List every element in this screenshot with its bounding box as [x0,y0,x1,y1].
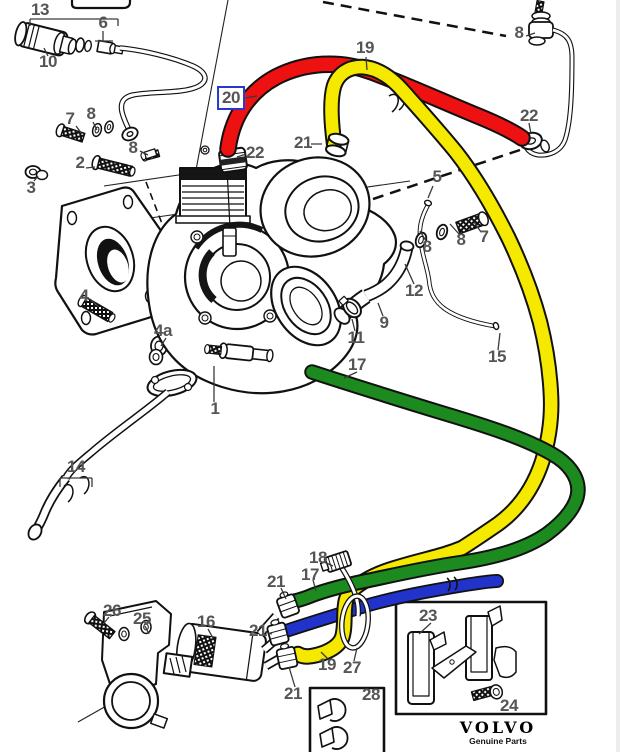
stud-4 [77,294,116,323]
part-label-19[interactable]: 19 [356,38,374,57]
hose-blue[interactable] [277,575,503,638]
turbocharger [140,145,398,395]
clamp-on-blue [446,576,458,592]
part-label-8[interactable]: 8 [128,138,138,157]
part-label-25[interactable]: 25 [133,609,151,628]
brand-tagline: Genuine Parts [469,736,527,746]
brand-name: VOLVO [459,718,537,737]
screw-24 [470,684,504,702]
solenoid-connector [162,652,194,678]
elbow-hose-12 [363,240,415,303]
fittings-8-8-7 [414,211,489,249]
page-edge [616,0,620,752]
inset-box-top [70,0,132,10]
part-label-14[interactable]: 14 [67,457,85,476]
screw-26 [83,611,116,640]
part-label-22[interactable]: 22 [246,143,264,162]
heat-shield [175,167,251,224]
hose-green-17[interactable] [289,366,584,607]
part-label-24[interactable]: 24 [500,696,518,715]
oil-banjo [204,342,274,363]
clamp-21-blue [266,619,290,647]
bracket-25 [101,600,172,730]
part-label-8[interactable]: 8 [514,23,524,42]
part-label-23[interactable]: 23 [419,606,437,625]
part-label-16[interactable]: 16 [197,612,215,631]
part-label-27[interactable]: 27 [343,658,361,677]
oil-drain [27,368,198,541]
clamp-11 [338,295,362,319]
part-label-7[interactable]: 7 [479,227,489,246]
banjo-8-top-right [528,0,554,46]
part-label-4a[interactable]: 4a [154,321,172,340]
part-label-17[interactable]: 17 [301,565,319,584]
volvo-logo: VOLVO Genuine Parts [441,719,555,746]
nipple-6 [96,39,124,55]
part-label-7[interactable]: 7 [65,109,75,128]
part-label-21[interactable]: 21 [267,572,285,591]
part-label-4[interactable]: 4 [79,286,89,305]
part-label-22[interactable]: 22 [520,106,538,125]
inset-box-28 [308,686,386,752]
part-label-8[interactable]: 8 [456,230,466,249]
part-label-19[interactable]: 19 [318,655,336,674]
part-label-21[interactable]: 21 [284,684,302,703]
part-label-12[interactable]: 12 [405,281,423,300]
clamp-21-top [325,132,350,158]
part-label-28[interactable]: 28 [362,685,380,704]
part-label-17[interactable]: 17 [348,355,366,374]
clamp-21-yellow [275,643,299,670]
washer-8 [104,120,114,134]
label-leader-lines [29,18,536,688]
part-label-10[interactable]: 10 [39,52,57,71]
part-label-1[interactable]: 1 [210,399,220,418]
pressure-pipe-15 [417,199,500,331]
part-label-2[interactable]: 2 [75,153,85,172]
part-label-11[interactable]: 11 [347,328,365,347]
part-label-8[interactable]: 8 [422,237,432,256]
part-label-9[interactable]: 9 [379,313,389,332]
part-label-21[interactable]: 21 [294,133,312,152]
compressor-outlet [270,265,342,347]
cable-tie-27 [337,563,371,651]
part-label-8[interactable]: 8 [86,104,96,123]
part-label-5[interactable]: 5 [432,167,442,186]
part-label-21[interactable]: 21 [249,621,267,640]
part-label-20-selected[interactable]: 20 [217,86,245,110]
stud-2 [91,154,136,177]
nut-3 [24,165,49,181]
part-label-13[interactable]: 13 [31,0,49,19]
part-label-26[interactable]: 26 [103,601,121,620]
vacuum-pipe-top-left [55,45,208,143]
compressor-inlet [259,156,371,258]
part-label-18[interactable]: 18 [309,548,327,567]
part-label-15[interactable]: 15 [488,347,506,366]
connector-18 [319,550,352,573]
banjo-eye [121,126,139,142]
part-label-3[interactable]: 3 [26,178,36,197]
part-label-6[interactable]: 6 [98,13,108,32]
banjo-bolt-7 [55,123,86,143]
